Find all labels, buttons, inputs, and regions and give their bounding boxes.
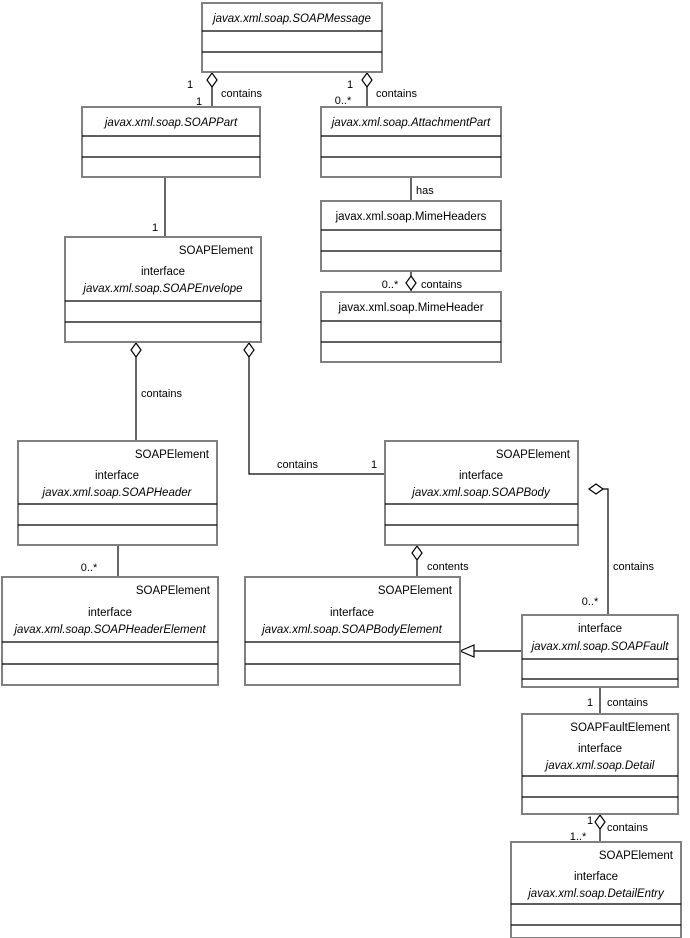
class-name: javax.xml.soap.SOAPBody [410,487,551,499]
relation-soappart-soapenvelope: 1 [152,177,166,237]
multiplicity-source: 1 [347,79,353,91]
class-name: javax.xml.soap.SOAPBodyElement [260,624,442,636]
class-kind-label: interface [330,607,374,619]
class-stereotype: SOAPElement [136,585,211,597]
class-stereotype: SOAPFaultElement [570,722,671,734]
class-name: javax.xml.soap.DetailEntry [526,888,665,900]
relation-detail-contains-detailentry: 1 1..* contains [570,813,648,843]
relation-label: contains [221,88,262,100]
relation-soapenvelope-contains-soapheader: contains [130,341,182,441]
class-box-soapheaderelement[interactable]: SOAPElement interface javax.xml.soap.SOA… [1,576,219,686]
class-stereotype: SOAPElement [179,245,254,257]
class-kind-label: interface [578,623,622,635]
class-name: javax.xml.soap.SOAPHeaderElement [12,624,206,636]
class-kind-label: interface [578,743,622,755]
relation-label: contains [607,822,648,834]
class-name: javax.xml.soap.AttachmentPart [330,117,491,129]
class-name: javax.xml.soap.Detail [544,760,655,772]
class-box-soapheader[interactable]: SOAPElement interface javax.xml.soap.SOA… [17,440,218,546]
class-box-mimeheaders[interactable]: javax.xml.soap.MimeHeaders [320,200,502,272]
class-kind-label: interface [459,470,503,482]
relation-soapenvelope-contains-soapbody: contains 1 [243,341,385,475]
relation-soapfault-generalizes-soapbodyelement [458,644,522,658]
multiplicity-source: 0..* [382,279,399,291]
class-name: javax.xml.soap.SOAPEnvelope [81,283,242,295]
class-box-soapbody[interactable]: SOAPElement interface javax.xml.soap.SOA… [384,440,579,546]
class-box-soapfault[interactable]: interface javax.xml.soap.SOAPFault [521,614,679,688]
class-stereotype: SOAPElement [496,449,571,461]
relation-label: contains [277,459,318,471]
relation-label: contains [141,388,182,400]
class-box-mimeheader[interactable]: javax.xml.soap.MimeHeader [320,291,502,363]
class-box-soappart[interactable]: javax.xml.soap.SOAPPart [81,106,261,178]
multiplicity-source: 1 [187,79,193,91]
class-name: javax.xml.soap.MimeHeader [337,302,483,314]
relation-soapbody-contents-soapbodyelement: contents [411,544,469,577]
class-kind-label: interface [141,266,185,278]
class-name: javax.xml.soap.SOAPFault [530,641,670,653]
class-name: javax.xml.soap.SOAPHeader [41,487,193,499]
relation-label: contains [607,697,648,709]
class-box-soapbodyelement[interactable]: SOAPElement interface javax.xml.soap.SOA… [244,576,461,686]
class-name: javax.xml.soap.SOAPMessage [211,13,371,25]
multiplicity-source: 1 [152,222,158,234]
multiplicity-target: 1 [371,459,377,471]
connectors-layer: 1 1 contains 1 0..* contains has 0..* co… [81,71,654,843]
multiplicity-source: 1 [587,697,593,709]
class-stereotype: SOAPElement [378,585,453,597]
class-kind-label: interface [574,871,618,883]
class-name: javax.xml.soap.MimeHeaders [335,211,487,223]
class-stereotype: SOAPElement [135,449,210,461]
multiplicity-target: 0..* [582,596,599,608]
relation-label: contains [376,88,417,100]
relation-label: contains [421,279,462,291]
relation-mimeheaders-contains-mimeheader: 0..* contains [382,271,462,292]
relation-label: contents [427,561,469,573]
multiplicity-target: 0..* [335,95,352,107]
class-name: javax.xml.soap.SOAPPart [103,117,238,129]
relation-attachmentpart-has-mimeheaders: has [410,177,434,201]
relation-soapmessage-contains-soappart: 1 1 contains [187,71,262,108]
class-stereotype: SOAPElement [599,850,674,862]
relation-soapbody-contains-soapfault: contains 0..* [582,483,654,615]
multiplicity-target: 1..* [570,831,587,843]
relation-soapfault-contains-detail: 1 contains [587,687,648,714]
multiplicity-source: 0..* [81,562,98,574]
multiplicity-source: 1 [587,815,593,827]
class-box-detail[interactable]: SOAPFaultElement interface javax.xml.soa… [521,713,679,815]
class-box-attachmentpart[interactable]: javax.xml.soap.AttachmentPart [320,106,502,178]
class-kind-label: interface [88,607,132,619]
relation-label: contains [613,561,654,573]
relation-soapheader-soapheaderelement: 0..* [81,545,119,577]
class-kind-label: interface [95,470,139,482]
multiplicity-target: 1 [196,96,202,108]
class-box-soapenvelope[interactable]: SOAPElement interface javax.xml.soap.SOA… [64,236,262,343]
relation-label: has [416,185,434,197]
class-box-soapmessage[interactable]: javax.xml.soap.SOAPMessage [201,2,383,73]
relation-soapmessage-contains-attachmentpart: 1 0..* contains [335,71,417,107]
class-box-detailentry[interactable]: SOAPElement interface javax.xml.soap.Det… [510,841,682,938]
